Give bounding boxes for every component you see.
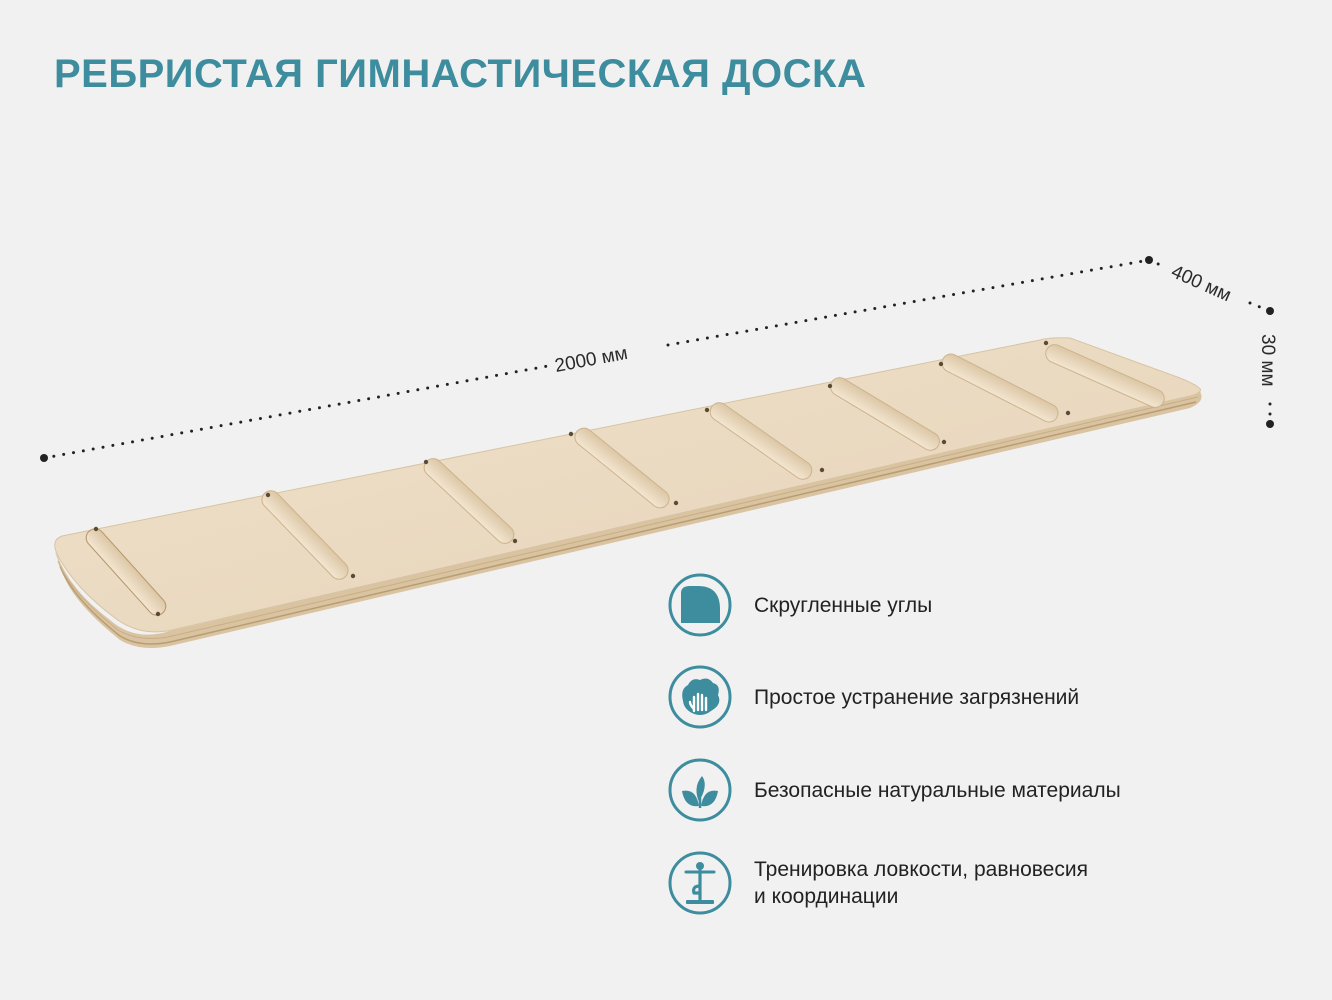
rib <box>1045 344 1165 408</box>
rib <box>85 528 167 616</box>
feature-item: Простое устранение загрязнений <box>668 665 1079 729</box>
balance-person-icon <box>668 851 732 915</box>
length-dimension-line-right <box>666 258 1151 347</box>
ribs <box>85 344 1165 616</box>
feature-item: Тренировка ловкости, равновесия и коорди… <box>668 851 1088 915</box>
thickness-label: 30 мм <box>1257 334 1278 387</box>
width-label: 400 мм <box>1168 261 1234 306</box>
feature-text: Простое устранение загрязнений <box>754 685 1080 709</box>
feature-item: Скругленные углы <box>668 573 932 637</box>
rounded-corner-icon <box>668 573 732 637</box>
feature-item: Безопасные натуральные материалы <box>668 758 1121 822</box>
dimension-endpoints <box>40 256 1274 462</box>
rib <box>709 402 813 480</box>
page-title: РЕБРИСТАЯ ГИМНАСТИЧЕСКАЯ ДОСКА <box>54 52 867 96</box>
screw-holes <box>93 340 1071 617</box>
feature-text: Тренировка ловкости, равновесия и коорди… <box>754 858 1088 908</box>
rib <box>941 353 1059 423</box>
length-dimension-line-left <box>42 364 550 460</box>
feature-text: Безопасные натуральные материалы <box>754 778 1121 802</box>
width-dimension-line <box>1147 258 1167 269</box>
leaves-icon <box>668 758 732 822</box>
rib <box>261 490 349 580</box>
length-label: 2000 мм <box>553 343 629 377</box>
feature-text: Скругленные углы <box>754 593 933 617</box>
rib <box>830 377 940 451</box>
hand-cleaning-icon <box>668 665 732 729</box>
rib <box>574 427 670 509</box>
